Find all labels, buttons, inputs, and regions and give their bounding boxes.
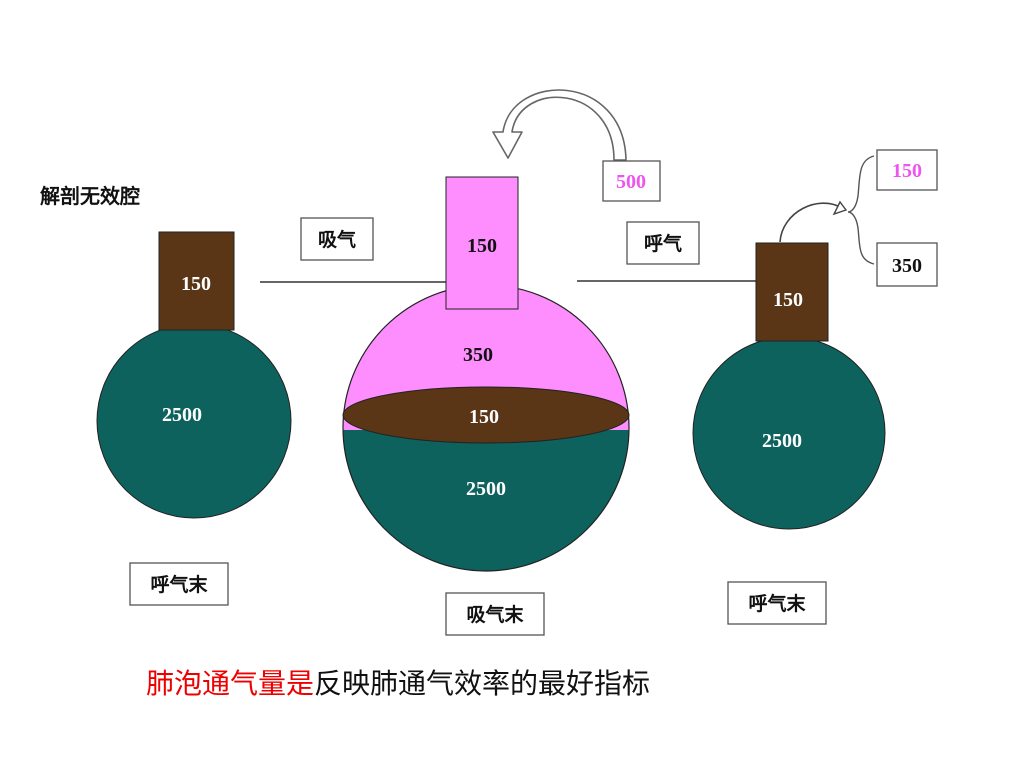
caption-rest: 反映肺通气效率的最好指标 (314, 667, 651, 700)
left-alveolar-value: 2500 (162, 404, 202, 426)
center-neck (445, 176, 519, 310)
center-dead-space-gas-layer (342, 386, 630, 444)
tidal-volume-value: 500 (616, 171, 646, 193)
right-state-box: 呼气末 (727, 581, 827, 625)
right-dead-space-neck (755, 242, 829, 342)
exhale-label: 呼气 (644, 232, 682, 255)
caption: 肺泡通气量是反映肺通气效率的最好指标 (146, 664, 866, 704)
left-state-label: 呼气末 (150, 573, 208, 596)
inhale-box: 吸气 (300, 217, 374, 261)
exhale-curve-arrow (779, 202, 843, 243)
left-state-box: 呼气末 (129, 562, 229, 606)
split-brace (847, 155, 875, 265)
out-alveolar-box: 350 (876, 242, 938, 287)
center-neck-value: 150 (467, 235, 497, 257)
center-state-label: 吸气末 (466, 603, 524, 626)
out-alveolar-value: 350 (892, 255, 922, 277)
out-dead-space-value: 150 (892, 160, 922, 182)
inhale-label: 吸气 (318, 228, 356, 251)
center-alveolar-value: 2500 (466, 478, 506, 500)
right-state-label: 呼气末 (748, 592, 806, 615)
center-alveolar-region (343, 430, 629, 571)
inhale-curve-arrow (492, 89, 627, 161)
center-dead-space-gas-value: 150 (469, 406, 499, 428)
right-dead-space-value: 150 (773, 289, 803, 311)
center-state-box: 吸气末 (445, 592, 545, 636)
center-lung: 150 350 150 2500 (342, 176, 630, 572)
exhale-box: 呼气 (626, 221, 700, 265)
right-lung: 150 2500 (692, 242, 886, 530)
out-dead-space-box: 150 (876, 149, 938, 191)
right-alveolar-value: 2500 (762, 430, 802, 452)
left-dead-space-neck (158, 231, 235, 331)
caption-highlight: 肺泡通气量是 (146, 667, 315, 700)
exhale-arrow-head (832, 200, 848, 216)
dead-space-title: 解剖无效腔 (40, 184, 140, 208)
center-fresh-air-value: 350 (463, 344, 493, 366)
left-dead-space-value: 150 (181, 273, 211, 295)
left-lung: 150 2500 (96, 231, 292, 519)
tidal-volume-box: 500 (602, 160, 661, 202)
